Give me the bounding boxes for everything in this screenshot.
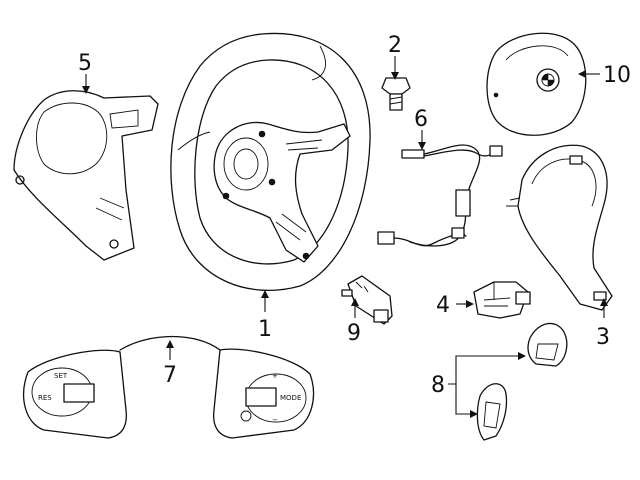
callout-3: 3 [596, 325, 610, 350]
callout-numbers: 1 2 3 4 5 6 7 8 9 10 [78, 33, 631, 398]
callout-5: 5 [78, 51, 92, 76]
callout-1: 1 [258, 317, 272, 342]
leader-lines [82, 56, 608, 418]
trim-cover-part-5 [13, 90, 159, 261]
airbag-part-10 [486, 32, 587, 136]
callout-9: 9 [347, 321, 361, 346]
callout-6: 6 [414, 107, 428, 132]
switch-part-9 [341, 275, 393, 325]
wiring-harness-part-6 [377, 144, 503, 247]
module-part-4 [473, 281, 531, 319]
callout-8: 8 [431, 373, 445, 398]
minus-button-label: − [272, 416, 278, 424]
mode-button-label: MODE [280, 394, 301, 402]
res-button-label: RES [38, 394, 52, 402]
set-button-label: SET [54, 372, 68, 380]
plus-button-label: + [272, 372, 278, 380]
callout-10: 10 [603, 63, 631, 88]
steering-wheel-part-1 [170, 32, 371, 291]
bolt-part-2 [381, 77, 411, 111]
multifunction-switch-part-7: SET RES MODE + − [23, 335, 315, 439]
callout-7: 7 [163, 363, 177, 388]
callout-2: 2 [388, 33, 402, 58]
trim-cover-part-3 [506, 144, 613, 311]
paddle-shifters-part-8 [476, 322, 568, 441]
callout-4: 4 [436, 293, 450, 318]
